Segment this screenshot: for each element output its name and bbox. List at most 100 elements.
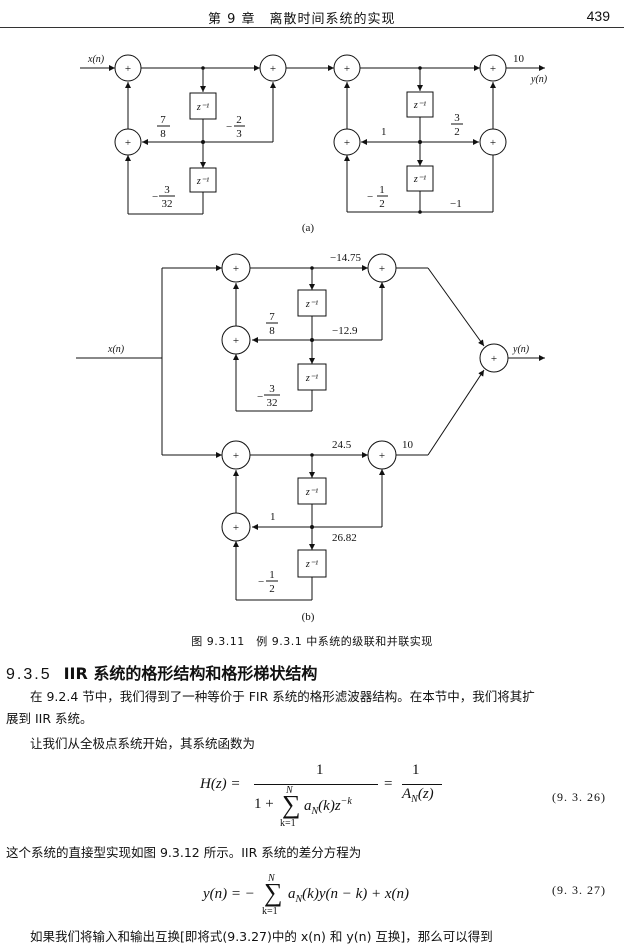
adder-sign: + (379, 263, 385, 275)
adder (114, 128, 142, 156)
gain-label: 10 (513, 53, 525, 65)
gain-label: −14.75 (330, 252, 361, 264)
paragraph: 让我们从全极点系统开始，其系统函数为 (30, 736, 256, 751)
adder-sign: + (233, 450, 239, 462)
adder-sign: + (490, 63, 496, 75)
coef-sign: − (367, 191, 373, 203)
section-title: IIR 系统的格形结构和格形梯状结构 (63, 664, 318, 683)
coef-denominator: 2 (454, 126, 460, 138)
adder (333, 128, 361, 156)
eq-numerator: 1 (316, 762, 324, 778)
equation-number: (9. 3. 26) (552, 790, 606, 804)
gain-label: −12.9 (332, 325, 358, 337)
eq-den-2: AN(z) (402, 786, 434, 805)
delay-label: z⁻¹ (413, 174, 426, 185)
input-label: x(n) (87, 54, 105, 65)
coef-label: −1 (450, 198, 462, 210)
eq-lhs: H(z) = (200, 776, 241, 792)
eq-den-pre: 1 + (254, 796, 274, 812)
adder (221, 440, 251, 470)
sum-lower: k=1 (262, 906, 278, 917)
adder-sign: + (125, 137, 131, 149)
paragraph-line: 展到 IIR 系统。 (6, 711, 93, 726)
sum-symbol: ∑ (264, 878, 283, 907)
page-header: 第 9 章 离散时间系统的实现 439 (0, 0, 624, 30)
coef-denominator: 2 (269, 583, 275, 595)
coef-label: 1 (381, 126, 387, 138)
coef-denominator: 2 (379, 198, 385, 210)
coef-sign: − (226, 121, 232, 133)
adder (114, 54, 142, 82)
coef-sign: − (257, 391, 263, 403)
adder-sign: + (233, 335, 239, 347)
coef-denominator: 32 (267, 397, 278, 409)
coef-sign: − (258, 576, 264, 588)
adder-sign: + (379, 450, 385, 462)
adder (479, 54, 507, 82)
coef-sign: − (152, 191, 158, 203)
gain-label: 10 (402, 439, 414, 451)
adder (367, 440, 397, 470)
coef-numerator: 3 (269, 383, 275, 395)
equation-number: (9. 3. 27) (552, 883, 606, 897)
adder-sign: + (270, 63, 276, 75)
gain-label: 26.82 (332, 532, 357, 544)
delay-label: z⁻¹ (305, 559, 318, 570)
coef-numerator: 7 (160, 114, 166, 126)
coef-denominator: 32 (162, 198, 173, 210)
sum-upper: N (286, 785, 293, 796)
adder-sign: + (344, 63, 350, 75)
adder-sign: + (344, 137, 350, 149)
adder-sign: + (490, 137, 496, 149)
page-number: 439 (586, 8, 610, 24)
adder (333, 54, 361, 82)
coef-numerator: 2 (236, 114, 242, 126)
sum-lower: k=1 (280, 818, 296, 829)
delay-label: z⁻¹ (413, 100, 426, 111)
adder (367, 253, 397, 283)
coef-numerator: 7 (269, 311, 275, 323)
figure-caption: 图 9.3.11 例 9.3.1 中系统的级联和并联实现 (191, 635, 433, 648)
adder (221, 253, 251, 283)
coef-numerator: 1 (269, 569, 275, 581)
coef-label: 1 (270, 511, 276, 523)
sum-upper: N (268, 873, 275, 884)
delay-label: z⁻¹ (196, 176, 209, 187)
coef-numerator: 3 (164, 184, 170, 196)
diagram-b (76, 265, 545, 601)
coef-denominator: 8 (269, 325, 275, 337)
adder (221, 325, 251, 355)
eq-numerator-2: 1 (412, 762, 420, 778)
output-label: y(n) (512, 344, 530, 355)
delay-label: z⁻¹ (305, 299, 318, 310)
eq-den-body: aN(k)z−k (304, 796, 352, 817)
output-label: y(n) (530, 74, 548, 85)
adder (259, 54, 287, 82)
adder-sign: + (491, 353, 497, 365)
adder-sign: + (233, 522, 239, 534)
coef-numerator: 3 (454, 112, 460, 124)
adder (479, 343, 509, 373)
adder (479, 128, 507, 156)
adder-sign: + (233, 263, 239, 275)
adder-sign: + (125, 63, 131, 75)
paragraph: 如果我们将输入和输出互换[即将式(9.3.27)中的 x(n) 和 y(n) 互… (30, 929, 493, 944)
chapter-title: 第 9 章 离散时间系统的实现 (208, 12, 396, 27)
adder (221, 512, 251, 542)
input-label: x(n) (107, 344, 125, 355)
paragraph: 这个系统的直接型实现如图 9.3.12 所示。IIR 系统的差分方程为 (6, 845, 362, 860)
diagram-a (80, 65, 545, 215)
header-rule (0, 27, 624, 28)
eq-body: aN(k)y(n − k) + x(n) (288, 886, 410, 905)
coef-numerator: 1 (379, 184, 385, 196)
paragraph-line: 在 9.2.4 节中，我们得到了一种等价于 FIR 系统的格形滤波器结构。在本节… (30, 689, 535, 704)
coef-denominator: 3 (236, 128, 242, 140)
subfigure-label: (b) (302, 611, 315, 623)
subfigure-label: (a) (302, 222, 315, 234)
figure-9-3-11: + + + + + + + + + + + + + + z⁻¹ z⁻¹ z⁻¹ … (76, 53, 548, 623)
delay-label: z⁻¹ (305, 487, 318, 498)
coef-denominator: 8 (160, 128, 166, 140)
fraction-bar (402, 784, 442, 785)
eq-lhs: y(n) = − (203, 886, 255, 902)
